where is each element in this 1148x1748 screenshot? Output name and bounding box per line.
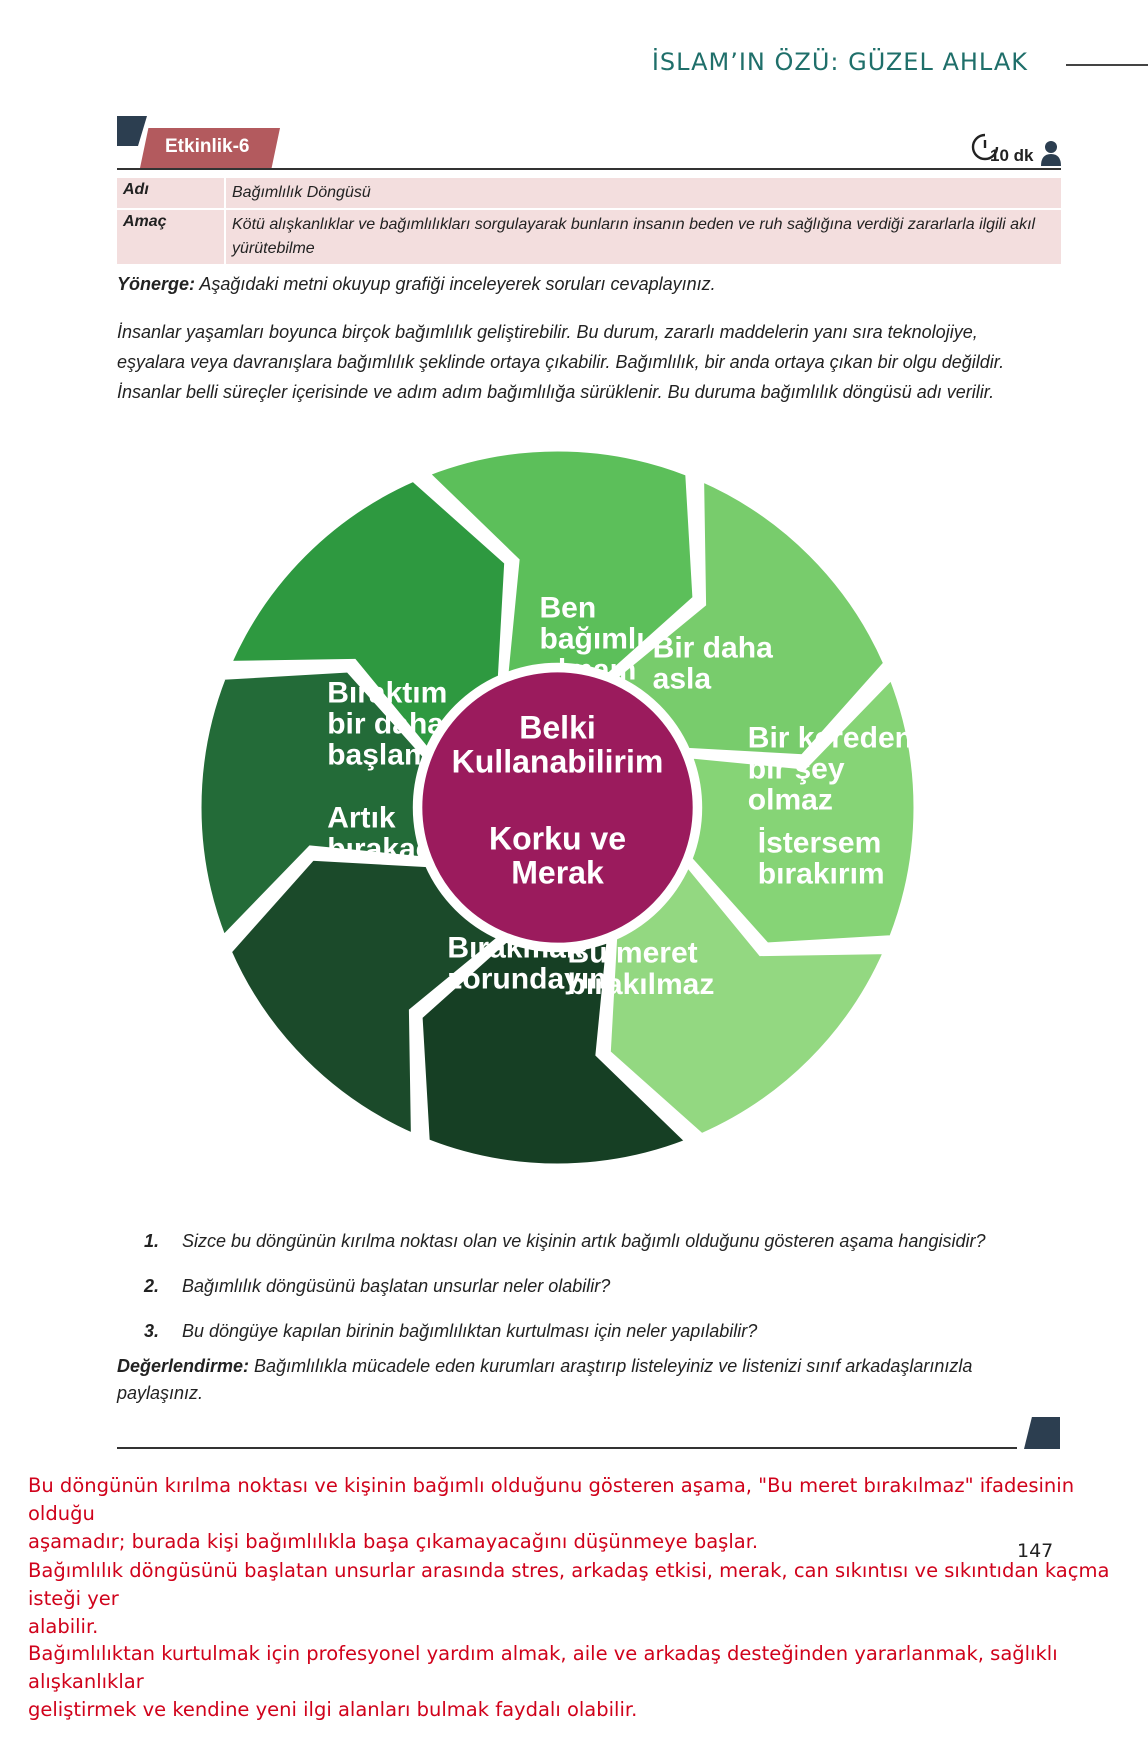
cycle-center-circle: [416, 666, 699, 949]
cycle-segment: [196, 667, 429, 943]
intro-line: İnsanlar yaşamları boyunca birçok bağıml…: [117, 322, 978, 342]
cycle-segment-label: zorundayım: [447, 963, 616, 996]
corner-decoration: [1024, 1417, 1060, 1449]
answer-line: Bağımlılık döngüsünü başlatan unsurlar a…: [28, 1559, 1110, 1610]
answer-line: geliştirmek ve kendine yeni ilgi alanlar…: [28, 1698, 638, 1721]
row-key: Amaç: [117, 210, 224, 264]
cycle-segment: [225, 476, 510, 756]
bottom-rule: [117, 1447, 1017, 1449]
question-text: Bağımlılık döngüsünü başlatan unsurlar n…: [182, 1276, 611, 1296]
intro-line: İnsanlar belli süreçler içerisinde ve ad…: [117, 382, 995, 402]
cycle-segment: [226, 855, 506, 1140]
answer-line: Bağımlılıktan kurtulmak için profesyonel…: [28, 1642, 1058, 1693]
row-value: Bağımlılık Döngüsü: [224, 178, 1061, 208]
cycle-segment-label: İstersem: [758, 827, 882, 860]
table-row: Adı Bağımlılık Döngüsü: [117, 178, 1061, 208]
clock-icon: [971, 133, 999, 161]
answer-line: alabilir.: [28, 1615, 99, 1638]
answer-1: Bu döngünün kırılma noktası ve kişinin b…: [28, 1472, 1138, 1556]
activity-tag-label: Etkinlik-6: [165, 136, 250, 157]
duration-label: 10 dk: [990, 146, 1034, 165]
answer-line: Bu döngünün kırılma noktası ve kişinin b…: [28, 1474, 1075, 1525]
cycle-segment-label: bağımlı: [539, 622, 644, 655]
cycle-segment-label: Bıraktım: [327, 676, 447, 709]
question-text: Bu döngüye kapılan birinin bağımlılıktan…: [182, 1321, 758, 1341]
instruction: Yönerge: Aşağıdaki metni okuyup grafiği …: [117, 269, 1061, 299]
center-bottom-line1: Korku ve: [489, 821, 626, 857]
cycle-segment-label: asla: [653, 662, 712, 695]
corner-decoration: [117, 116, 147, 146]
center-top-line1: Belki: [519, 709, 596, 745]
evaluation-text-cont: paylaşınız.: [117, 1383, 204, 1403]
answer-3: Bağımlılıktan kurtulmak için profesyonel…: [28, 1640, 1138, 1724]
cycle-segment: [417, 936, 693, 1169]
cycle-segment-label: bırakırım: [758, 858, 885, 891]
cycle-segment-label: Ben: [539, 591, 596, 624]
center-bottom-line2: Merak: [511, 855, 604, 891]
activity-tag: [140, 128, 280, 168]
cycle-segment-label: Bir kereden: [748, 721, 913, 754]
cycle-segment: [422, 446, 698, 679]
evaluation-label: Değerlendirme:: [117, 1356, 250, 1376]
intro-paragraph: İnsanlar yaşamları boyunca birçok bağıml…: [117, 317, 1061, 407]
cycle-segment-label: bir şey: [748, 752, 845, 785]
running-header-title: İSLAM’IN ÖZÜ: GÜZEL AHLAK: [651, 48, 1028, 76]
cycle-segment: [686, 672, 919, 948]
intro-line: eşyalara veya davranışlara bağımlılık şe…: [117, 352, 1005, 372]
activity-info-table: Adı Bağımlılık Döngüsü Amaç Kötü alışkan…: [117, 176, 1061, 266]
cycle-segment-label: bırakılmaz: [568, 968, 715, 1001]
cycle-segment-label: olmaz: [748, 784, 833, 817]
question-text: Sizce bu döngünün kırılma noktası olan v…: [182, 1231, 986, 1251]
page-number: 147: [1017, 1540, 1054, 1562]
cycle-segment-label: Bir daha: [653, 631, 773, 664]
center-top-line2: Kullanabilirim: [452, 743, 664, 779]
cycle-segment: [605, 859, 890, 1139]
table-row: Amaç Kötü alışkanlıklar ve bağımlılıklar…: [117, 210, 1061, 264]
question-number: 2.: [144, 1276, 160, 1296]
answer-2: Bağımlılık döngüsünü başlatan unsurlar a…: [28, 1557, 1138, 1641]
cycle-segment-label: Artık: [327, 802, 396, 835]
row-key: Adı: [117, 178, 224, 208]
header-rule: [1066, 64, 1148, 66]
evaluation-text: Bağımlılıkla mücadele eden kurumları ara…: [249, 1356, 973, 1376]
cycle-segment: [609, 475, 889, 760]
evaluation: Değerlendirme: Bağımlılıkla mücadele ede…: [117, 1353, 1061, 1407]
activity-rule: [117, 168, 1061, 170]
answer-line: aşamadır; burada kişi bağımlılıkla başa …: [28, 1530, 759, 1553]
row-value: Kötü alışkanlıklar ve bağımlılıkları sor…: [224, 210, 1061, 264]
instruction-text: Aşağıdaki metni okuyup grafiği inceleyer…: [195, 274, 716, 294]
question-number: 1.: [144, 1231, 160, 1251]
instruction-label: Yönerge:: [117, 274, 196, 294]
person-icon: [1041, 141, 1061, 166]
cycle-segments: [196, 446, 919, 1169]
cycle-segment-label: bir daha: [327, 707, 444, 740]
question-number: 3.: [144, 1321, 160, 1341]
